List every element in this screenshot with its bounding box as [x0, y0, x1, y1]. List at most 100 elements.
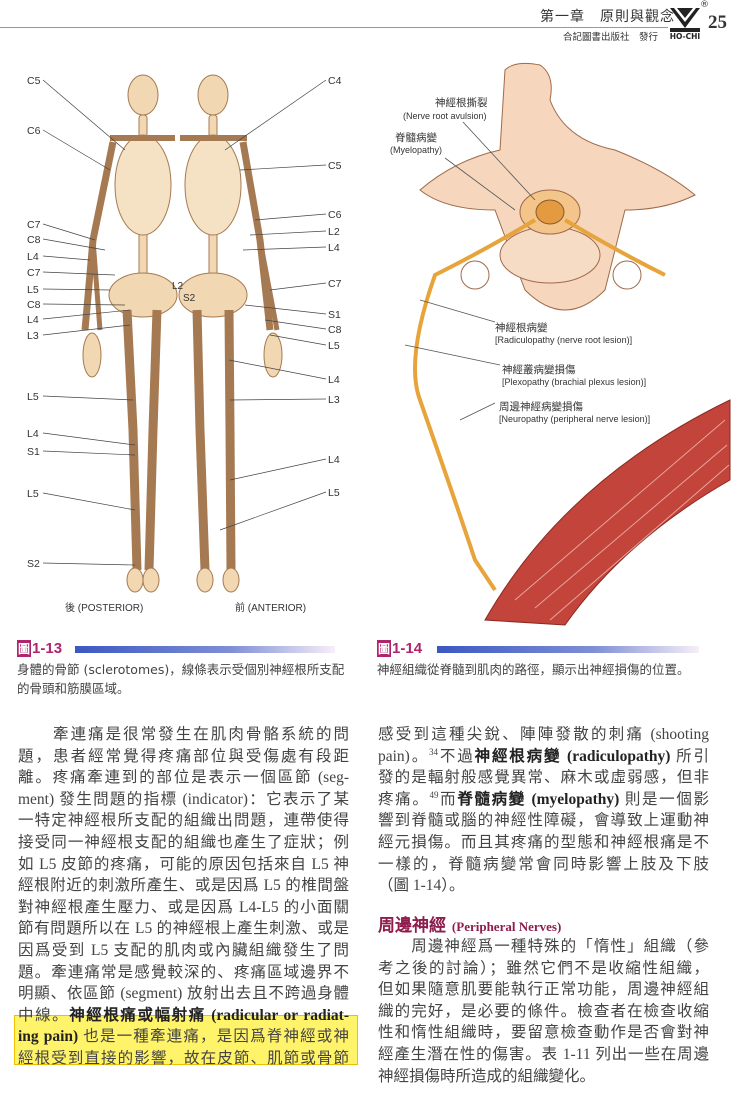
leader-line: [42, 492, 136, 511]
segment-label: L4: [328, 242, 340, 254]
text-segment: 經產生潛在性的傷害。表 1-11 列出一些在周邊: [378, 1045, 709, 1063]
text-line: 周邊神經爲一種特殊的「惰性」組織（參: [378, 936, 709, 958]
text-segment: 疼痛。: [378, 790, 430, 808]
text-line: 經根附近的刺激所產生、或是因爲 L5 的椎間盤: [18, 875, 349, 897]
caption-line: 的骨頭和筋膜區域。: [17, 681, 130, 696]
publisher-logo: [670, 8, 700, 32]
nerve-pathway-figure: 神經根撕裂 (Nerve root avulsion) 脊髓病變 (Myelop…: [390, 62, 731, 626]
section-title-zh: 周邊神經: [378, 916, 446, 936]
caption-bar: [437, 646, 699, 653]
text-segment: 而: [438, 790, 458, 808]
leader-line: [264, 319, 327, 330]
segment-label: S2: [27, 558, 40, 570]
text-line: 但如果隨意肌要能執行正常功能，周邊神經組: [378, 979, 709, 1001]
segment-label: C6: [27, 125, 41, 137]
label-en: (Myelopathy): [390, 145, 442, 155]
leader-line: [42, 450, 136, 456]
text-segment: 明顯、依區節 (segment) 放射出去且不跨過身體: [18, 985, 349, 1003]
label-zh: 神經根撕裂: [435, 96, 488, 109]
text-segment: 經元損傷。而且其疼痛的型態和神經根痛是不: [378, 833, 709, 851]
leader-line: [42, 238, 106, 251]
segment-label: L5: [328, 340, 340, 352]
text-segment: 一樣的，脊髓病變常會同時影響上肢及下肢: [378, 855, 709, 873]
citation-superscript: 49: [429, 789, 439, 800]
bold-term: 神經根痛或幅射痛 (radicular or radiat-: [69, 1006, 349, 1024]
text-line: 感受到這種尖銳、陣陣發散的刺痛 (shooting: [378, 724, 709, 746]
segment-label: L3: [27, 330, 39, 342]
segment-label: L4: [328, 454, 340, 466]
segment-label: L4: [27, 428, 39, 440]
label-en: [Neuropathy (peripheral nerve lesion)]: [499, 414, 650, 424]
leader-line: [42, 129, 111, 171]
label-en: [Radiculopathy (nerve root lesion)]: [495, 335, 632, 345]
label-en: [Plexopathy (brachial plexus lesion)]: [502, 377, 646, 387]
section-title-en: (Peripheral Nerves): [451, 919, 562, 934]
leader-line: [269, 334, 327, 346]
leader-line: [42, 562, 136, 566]
page-number: 25: [708, 12, 727, 33]
text-segment: 對神經根產生壓力、或是因爲 L4-L5 的小面關: [18, 898, 349, 916]
text-line: 經根受到直接的影響，故在皮節、肌節或骨節: [18, 1048, 349, 1070]
posterior-skeleton: [81, 74, 178, 593]
segment-label: L5: [27, 284, 39, 296]
text-line: 節有問題所以在 L5 的神經根上產生刺激、或是: [18, 918, 349, 940]
text-line: 接受同一神經根支配的組織也產生了症狀；例: [18, 832, 349, 854]
leader-line: [42, 395, 134, 401]
mid-label: L2: [172, 281, 184, 292]
text-line: pain)。34不過神經根病變 (radiculopathy) 所引: [378, 746, 709, 768]
text-line: 對神經根產生壓力、或是因爲 L4-L5 的小面關: [18, 897, 349, 919]
leader-line: [242, 246, 327, 251]
text-line: 性和惰性組織時，要留意檢查動作是否會對神: [378, 1022, 709, 1044]
segment-label: C7: [27, 219, 41, 231]
neck: [419, 62, 696, 311]
leader-line: [42, 223, 96, 241]
bold-term: 神經根病變 (radiculopathy): [474, 747, 671, 765]
leader-line: [228, 359, 327, 380]
citation-superscript: 34: [429, 746, 439, 757]
text-segment: 所引: [670, 747, 709, 765]
mid-label: S2: [183, 293, 196, 304]
label-zh: 周邊神經病變損傷: [499, 400, 583, 413]
leader-line: [42, 255, 91, 261]
text-line: （圖 1-14）。: [378, 875, 709, 897]
chapter-title: 第一章 原則與觀念: [540, 9, 675, 25]
segment-label: C8: [27, 299, 41, 311]
nerve-right: [563, 218, 666, 277]
leader-line: [42, 288, 111, 291]
leader-line: [229, 458, 327, 481]
figure-prefix: 圖: [377, 640, 392, 657]
text-line: 經元損傷。而且其疼痛的型態和神經根痛是不: [378, 832, 709, 854]
text-segment: 因爲受到 L5 支配的肌肉或內臟組織發生了問: [18, 941, 349, 959]
label-zh: 神經根病變: [495, 321, 548, 334]
figure-prefix: 圖: [17, 640, 32, 657]
registered-mark: ®: [700, 0, 709, 10]
segment-label: C5: [328, 160, 342, 172]
segment-label: L4: [27, 251, 39, 263]
text-segment: 離。疼痛牽連到的部位是表示一個區節 (seg-: [18, 769, 349, 787]
segment-label: L5: [328, 487, 340, 499]
text-line: ment) 發生問題的指標 (indicator)：它表示了某: [18, 789, 349, 811]
text-segment: 周邊神經爲一種特殊的「惰性」組織（參: [378, 938, 709, 955]
segment-label: L5: [27, 488, 39, 500]
segment-label: S1: [27, 446, 40, 458]
leader-line: [244, 304, 327, 315]
segment-label: L4: [27, 314, 39, 326]
muscle-fibers: [514, 419, 730, 621]
segment-label: L4: [328, 374, 340, 386]
leader-line: [224, 79, 327, 151]
leader-line: [269, 282, 327, 291]
text-segment: 經根附近的刺激所產生、或是因爲 L5 的椎間盤: [18, 877, 349, 895]
text-segment: 題，患者經常覺得疼痛部位與受傷處有段距: [18, 747, 349, 765]
figure-1-13-caption: 身體的骨節 (sclerotomes)，線條表示受個別神經根所支配 的骨頭和筋膜…: [17, 660, 344, 698]
text-line: 經產生潛在性的傷害。表 1-11 列出一些在周邊: [378, 1044, 709, 1066]
label-zh: 脊髓病變: [395, 131, 437, 144]
body-left-column: 牽連痛是很常發生在肌肉骨骼系統的問題，患者經常覺得疼痛部位與受傷處有段距離。疼痛…: [18, 724, 349, 1070]
text-segment: 織的完好，是必要的條件。檢查者在檢查收縮: [378, 1002, 709, 1020]
leader-lines: [404, 121, 536, 421]
text-segment: 神經損傷時所造成的組織變化。: [378, 1067, 596, 1085]
text-line: ing pain) 也是一種牽連痛，是因爲脊神經或神: [18, 1026, 349, 1048]
